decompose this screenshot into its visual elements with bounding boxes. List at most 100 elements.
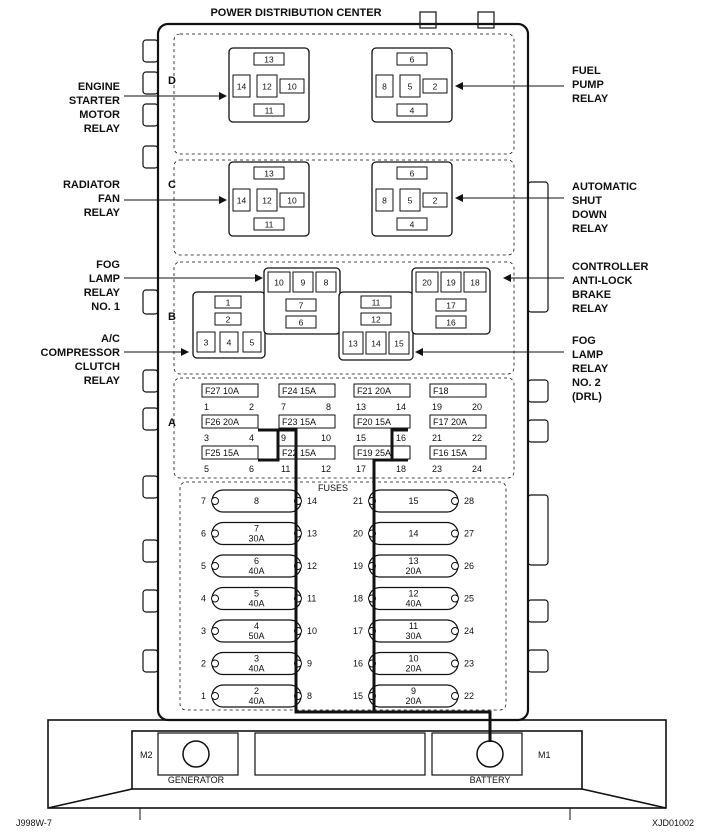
relay-terminal-center-box	[399, 188, 421, 212]
maxi-fuse-terminal-left: 15	[353, 691, 363, 701]
maxi-fuse-terminal-left: 19	[353, 561, 363, 571]
generator-stud	[182, 740, 210, 768]
relay-terminal-bottom: 11	[265, 220, 274, 230]
mini-fuse-terminal-right: 24	[472, 464, 482, 474]
maxi-fuse-terminal-left: 5	[201, 561, 206, 571]
relay-terminal-left-box	[375, 188, 394, 212]
mini-fuse-label: F19 25A	[357, 448, 391, 458]
relay-terminal-box	[360, 295, 392, 309]
maxi-fuse-number: 13	[408, 556, 418, 566]
relay-terminal-left: 14	[237, 82, 247, 92]
maxi-fuse-amperage: 40A	[248, 566, 264, 576]
relay-terminal-center: 5	[408, 82, 413, 92]
maxi-fuse-terminal-left: 4	[201, 594, 206, 604]
relay-terminal-bottom: 11	[265, 106, 274, 116]
battery-label: BATTERY	[470, 775, 511, 785]
mini-fuse-terminal-right: 2	[249, 402, 254, 412]
svg-text:SHUT: SHUT	[572, 195, 602, 207]
relay-terminal-box	[388, 331, 410, 355]
label-fuel-pump-relay: FUEL PUMP RELAY	[572, 65, 609, 105]
relay-terminal-right-box	[422, 78, 448, 94]
maxi-fuse-terminal-left: 16	[353, 659, 363, 669]
maxi-fuse-terminal-right: 9	[307, 659, 312, 669]
relay-terminal-box	[285, 298, 317, 312]
relay-terminal-left-box	[232, 188, 251, 212]
relay-terminal-box	[285, 315, 317, 329]
svg-text:CLUTCH: CLUTCH	[75, 361, 120, 373]
relay-terminal: 9	[301, 278, 306, 288]
label-abs-relay: CONTROLLER ANTI-LOCK BRAKE RELAY	[572, 261, 648, 315]
maxi-fuse-number: 6	[254, 556, 259, 566]
mini-fuse-terminal-left: 15	[356, 433, 366, 443]
maxi-fuse-terminal-right: 24	[464, 626, 474, 636]
svg-text:LAMP: LAMP	[572, 349, 603, 361]
maxi-fuse-terminal-left: 3	[201, 626, 206, 636]
relay-terminal: 15	[394, 339, 404, 349]
svg-text:RADIATOR: RADIATOR	[63, 179, 120, 191]
svg-text:RELAY: RELAY	[84, 123, 121, 135]
mini-fuse-terminal-left: 23	[432, 464, 442, 474]
svg-text:A/C: A/C	[101, 333, 120, 345]
maxi-fuse-number: 4	[254, 621, 259, 631]
row-letter-c: C	[168, 179, 176, 191]
relay-terminal-left-box	[232, 74, 251, 98]
maxi-fuse-number: 10	[408, 654, 418, 664]
relay-terminal-bottom-box	[396, 217, 428, 231]
svg-text:NO. 1: NO. 1	[91, 301, 120, 313]
relay-terminal-bottom: 4	[410, 220, 415, 230]
maxi-fuse-terminal-right: 13	[307, 529, 317, 539]
mini-fuse-terminal-left: 13	[356, 402, 366, 412]
relay-terminal-bottom-box	[253, 103, 285, 117]
maxi-fuse-number: 7	[254, 524, 259, 534]
mini-fuse-terminal-right: 14	[396, 402, 406, 412]
mini-fuse-terminal-right: 12	[321, 464, 331, 474]
maxi-fuse-terminal-right: 22	[464, 691, 474, 701]
relay-terminal-right-box	[422, 192, 448, 208]
relay-terminal: 7	[299, 301, 304, 311]
maxi-fuse-number: 8	[254, 496, 259, 506]
relay-terminal-box	[267, 271, 291, 293]
mini-fuse-label: F16 15A	[433, 448, 467, 458]
relay-terminal-center: 12	[262, 82, 272, 92]
mini-fuse-terminal-left: 3	[204, 433, 209, 443]
maxi-fuse-terminal-right: 28	[464, 496, 474, 506]
maxi-fuse-terminal-right: 10	[307, 626, 317, 636]
relay-terminal-center: 5	[408, 196, 413, 206]
svg-text:FOG: FOG	[96, 259, 120, 271]
maxi-fuse-terminal-right: 11	[307, 594, 316, 604]
relay-terminal-left: 14	[237, 196, 247, 206]
maxi-fuse-terminal-left: 18	[353, 594, 363, 604]
relay-terminal-top: 13	[264, 169, 274, 179]
maxi-fuse-amperage: 30A	[248, 534, 264, 544]
label-radiator-fan-relay: RADIATOR FAN RELAY	[63, 179, 121, 219]
mini-fuse-terminal-right: 20	[472, 402, 482, 412]
svg-text:RELAY: RELAY	[84, 375, 121, 387]
relay-terminal-left-box	[375, 74, 394, 98]
relay-terminal: 6	[299, 318, 304, 328]
mini-fuse-terminal-left: 7	[281, 402, 286, 412]
maxi-fuse-amperage: 50A	[248, 631, 264, 641]
label-fog-lamp-relay-1: FOG LAMP RELAY NO. 1	[84, 259, 121, 313]
relay-terminal-box	[342, 331, 364, 355]
mini-fuse-label: F18	[433, 386, 449, 396]
row-letter-b: B	[168, 311, 176, 323]
pdc-inner-b	[173, 261, 515, 375]
maxi-fuse-number: 15	[408, 496, 418, 506]
relay-terminal-center-box	[256, 74, 278, 98]
svg-text:PUMP: PUMP	[572, 79, 604, 91]
mini-fuse-terminal-right: 18	[396, 464, 406, 474]
relay-terminal-left: 8	[382, 196, 387, 206]
